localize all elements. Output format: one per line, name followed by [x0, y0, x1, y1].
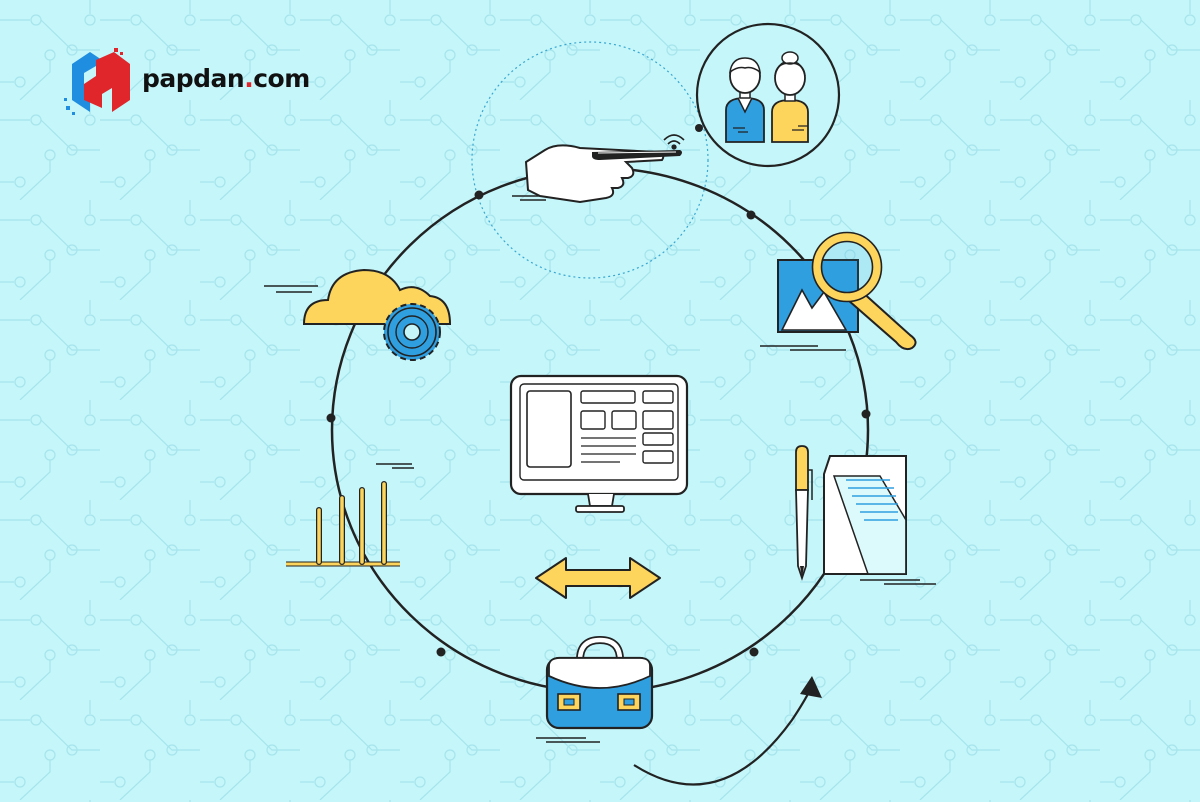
- wifi-icon: [663, 134, 685, 150]
- ring-dot: [749, 647, 759, 657]
- monitor-icon: [509, 374, 689, 513]
- ring-dot: [474, 190, 484, 200]
- bar-chart-icon: [286, 463, 414, 567]
- brand-name-part2: com: [253, 64, 310, 93]
- ring-dot: [746, 210, 756, 220]
- document-pen-icon: [795, 445, 936, 585]
- briefcase-icon: [536, 635, 654, 743]
- ring-dots: [326, 190, 871, 657]
- hand-phone-icon: [512, 144, 682, 204]
- cloud-gear-icon: [264, 268, 452, 361]
- ring-dot: [861, 409, 871, 419]
- image-search-icon: [760, 231, 917, 351]
- brand-name: papdan.com: [142, 64, 310, 93]
- double-arrow-icon: [535, 557, 661, 599]
- people-icon: [695, 22, 841, 168]
- highlight-dotted-circle: [471, 41, 709, 279]
- logo-mark-icon: [64, 48, 130, 115]
- curved-arrow-icon: [633, 676, 822, 786]
- ring-dot: [436, 647, 446, 657]
- brand-name-part1: papdan: [142, 64, 245, 93]
- brand-dot: .: [244, 64, 254, 93]
- ring-dot: [326, 413, 336, 423]
